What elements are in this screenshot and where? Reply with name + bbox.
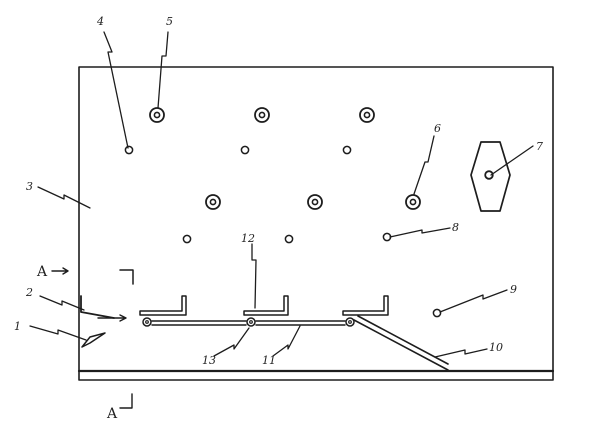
small-peg (240, 145, 250, 155)
ramp (353, 315, 449, 371)
section-arrow-top (51, 267, 69, 275)
label-8: 8 (452, 221, 459, 234)
label-5: 5 (166, 15, 173, 28)
leader-line (213, 327, 250, 357)
carriage (139, 295, 187, 327)
label-2: 2 (25, 286, 33, 299)
leader-line (434, 348, 488, 358)
leader-line (29, 325, 87, 341)
large-peg (254, 107, 270, 123)
small-peg (342, 145, 352, 155)
connecting-bar (151, 320, 247, 326)
label-11: 11 (262, 354, 276, 367)
leader-line (389, 227, 451, 238)
leader-line (413, 135, 435, 195)
label-12: 12 (241, 232, 255, 245)
small-peg (432, 308, 442, 318)
carriage (342, 295, 389, 327)
section-bracket-bottom (119, 393, 133, 409)
leader-line (272, 325, 301, 357)
section-label-bottom: A (106, 406, 118, 422)
label-1: 1 (14, 320, 21, 333)
label-7: 7 (536, 140, 543, 153)
lower-deflector (81, 332, 106, 348)
section-corner-mark (119, 269, 134, 285)
connecting-bar (255, 320, 346, 326)
inlet-arrow (97, 314, 127, 322)
small-peg (124, 145, 134, 155)
large-peg (405, 194, 421, 210)
leader-line (103, 31, 129, 149)
large-peg (307, 194, 323, 210)
large-peg (205, 194, 221, 210)
label-6: 6 (434, 122, 441, 135)
label-3: 3 (26, 180, 33, 193)
small-peg (284, 234, 294, 244)
leader-line (251, 243, 257, 309)
leader-line (37, 186, 91, 209)
leader-line (39, 295, 85, 311)
large-peg (359, 107, 375, 123)
carriage (243, 295, 289, 327)
leader-line (157, 31, 169, 109)
large-peg (149, 107, 165, 123)
leader-line (490, 145, 534, 176)
label-10: 10 (489, 341, 503, 354)
leader-line (439, 289, 508, 313)
hexagon-hub (470, 141, 511, 212)
housing-outline (78, 66, 554, 381)
small-peg (182, 234, 192, 244)
label-4: 4 (96, 15, 104, 28)
inlet-guide (80, 295, 115, 319)
label-9: 9 (510, 283, 517, 296)
section-label-top: A (36, 264, 48, 280)
label-13: 13 (202, 354, 216, 367)
